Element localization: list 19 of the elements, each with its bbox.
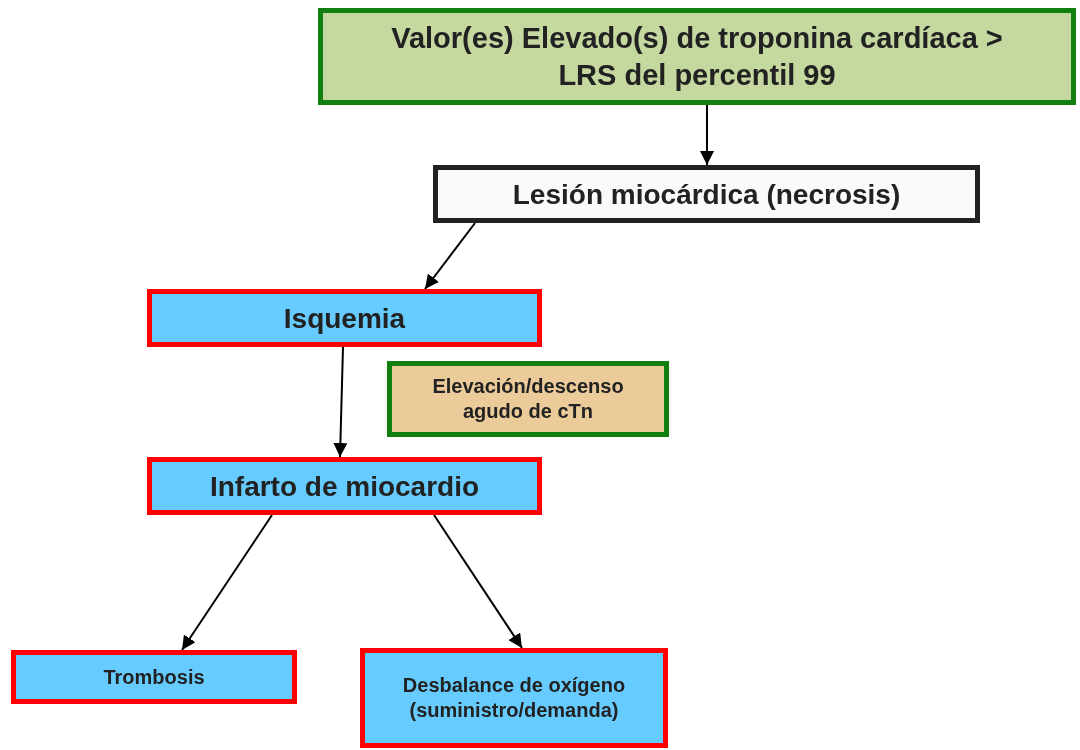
process-box xyxy=(318,8,1076,105)
arrow xyxy=(333,346,348,458)
process-box xyxy=(147,289,542,347)
box-label: Valor(es) Elevado(s) de troponina cardíaca > LRS del percentil 99 xyxy=(390,21,1004,93)
process-box xyxy=(433,165,980,223)
box-label: Elevación/descenso agudo de cTn xyxy=(431,374,625,424)
arrow xyxy=(424,222,476,290)
box-label: Desbalance de oxígeno (suministro/demanda) xyxy=(401,673,627,723)
box-label: Trombosis xyxy=(103,664,205,690)
arrow xyxy=(700,104,714,166)
process-box xyxy=(360,648,668,748)
process-box xyxy=(11,650,297,704)
box-label: Isquemia xyxy=(283,301,406,336)
process-box xyxy=(147,457,542,515)
process-box xyxy=(387,361,669,437)
box-label: Lesión miocárdica (necrosis) xyxy=(512,177,901,212)
arrow xyxy=(181,514,273,651)
arrow xyxy=(433,514,523,649)
box-label: Infarto de miocardio xyxy=(209,469,480,504)
